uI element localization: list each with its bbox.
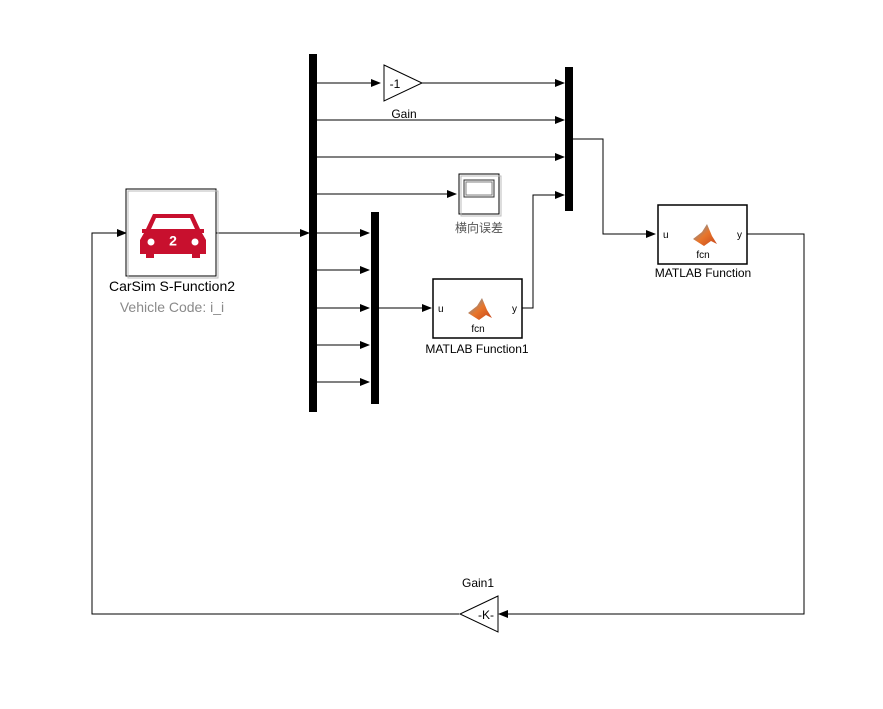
fn-input-port: u xyxy=(663,230,669,241)
wire-fn1-to-mux[interactable] xyxy=(522,191,565,309)
scope-block-name[interactable]: 横向误差 xyxy=(455,220,503,235)
wire-fn-to-gain1[interactable] xyxy=(498,233,805,618)
fn-output-port: y xyxy=(737,230,742,241)
fn1-label: fcn xyxy=(471,324,484,335)
matlab-function1-block[interactable]: u y fcn xyxy=(432,278,523,339)
matlab-function-name[interactable]: MATLAB Function xyxy=(655,266,751,280)
carsim-badge: 2 xyxy=(169,233,177,249)
matlab-function1-name[interactable]: MATLAB Function1 xyxy=(425,342,528,356)
wire-mux-to-fn[interactable] xyxy=(572,138,656,238)
scope-icon xyxy=(463,179,495,198)
demux-bar-secondary[interactable] xyxy=(371,212,379,404)
matlab-logo-icon xyxy=(468,298,492,320)
gain1-block[interactable]: -K- xyxy=(458,595,499,633)
carsim-block-name[interactable]: CarSim S-Function2 xyxy=(109,278,235,294)
demux-bar-main[interactable] xyxy=(309,54,317,412)
carsim-vehicle-code: Vehicle Code: i_i xyxy=(120,299,224,315)
fn-label: fcn xyxy=(696,250,709,261)
wire-gain1-to-carsim[interactable] xyxy=(91,229,459,615)
matlab-function-block[interactable]: u y fcn xyxy=(657,204,748,265)
scope-block[interactable] xyxy=(458,173,502,217)
mux-bar[interactable] xyxy=(565,67,573,211)
gain-block-name[interactable]: Gain xyxy=(391,107,416,121)
signal-lines xyxy=(91,79,805,618)
fn1-input-port: u xyxy=(438,304,444,315)
gain1-block-name[interactable]: Gain1 xyxy=(462,576,494,590)
fn1-output-port: y xyxy=(512,304,517,315)
matlab-logo-icon xyxy=(693,224,717,246)
gain1-value: -K- xyxy=(478,608,494,622)
gain-value: -1 xyxy=(390,77,401,91)
car-icon xyxy=(140,214,206,258)
gain-block[interactable]: -1 xyxy=(383,64,424,102)
carsim-block[interactable]: 2 xyxy=(125,188,219,279)
